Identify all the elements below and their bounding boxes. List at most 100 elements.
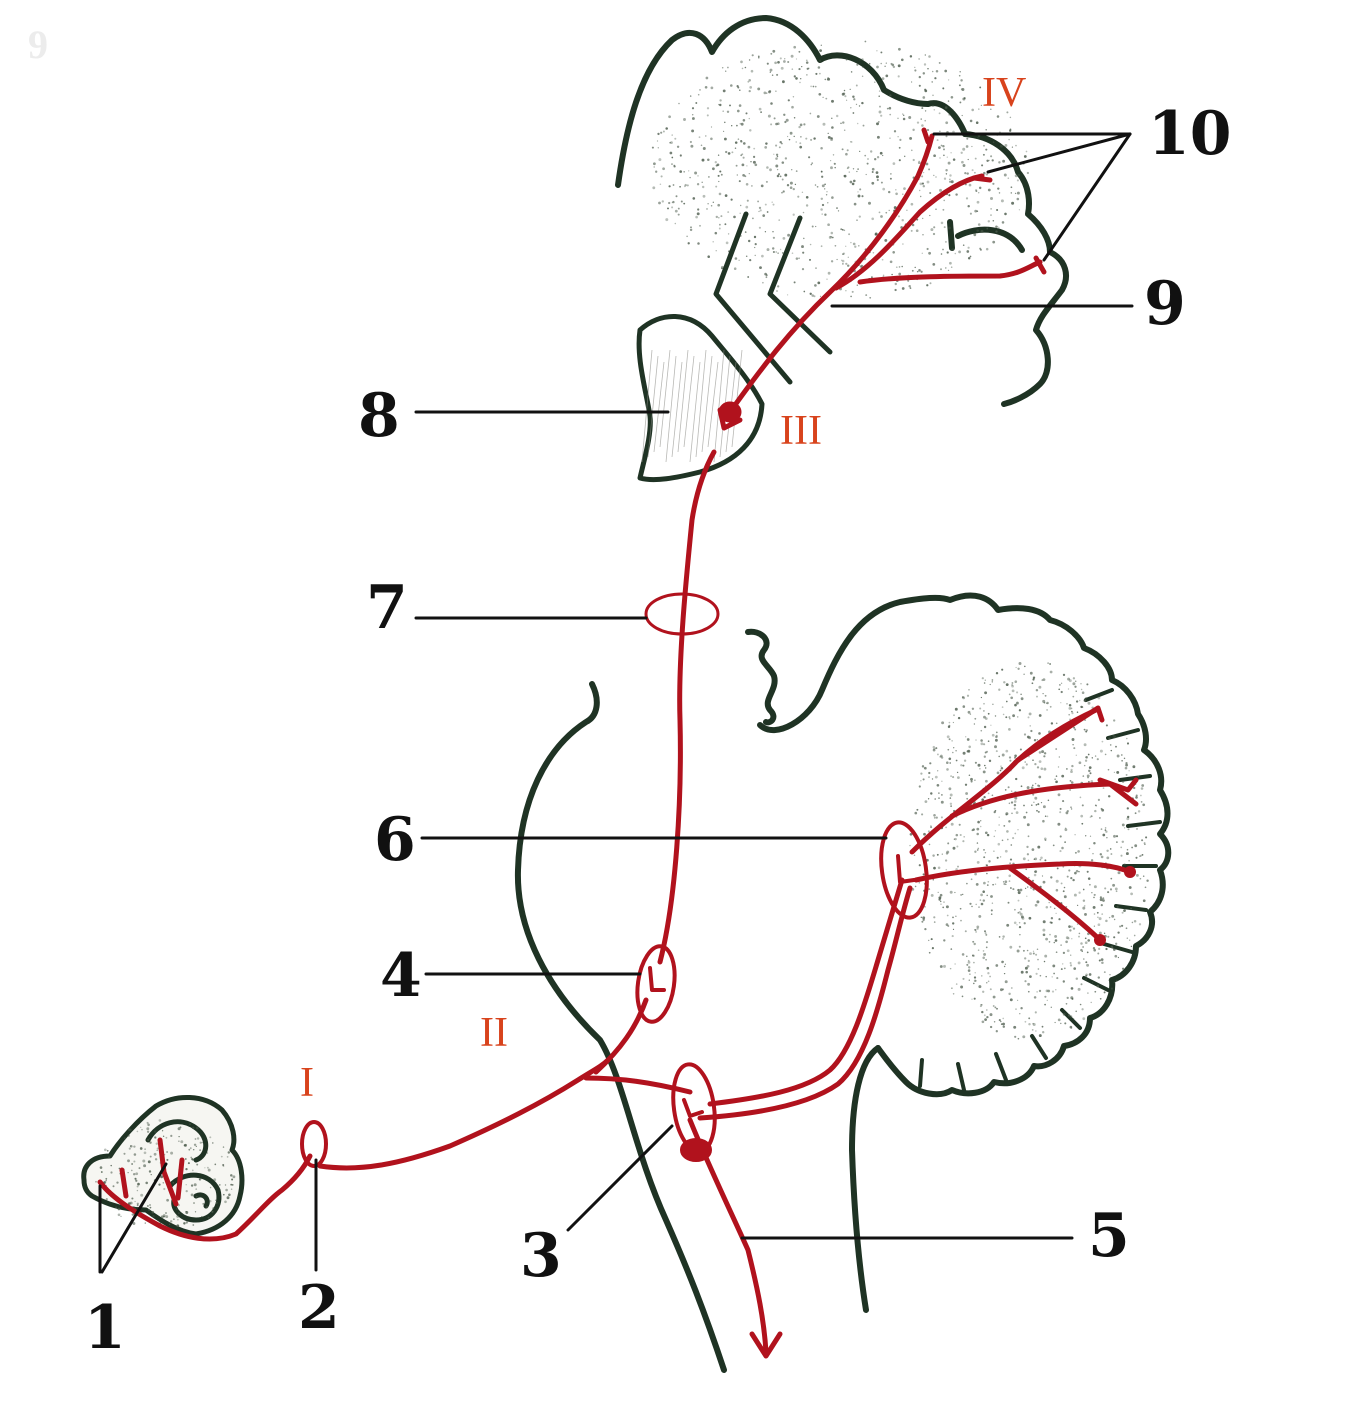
stipple-dot xyxy=(677,207,680,210)
stipple-dot xyxy=(1041,875,1044,877)
stipple-dot xyxy=(659,183,662,185)
stipple-dot xyxy=(910,229,913,232)
stipple-dot xyxy=(956,845,959,848)
stipple-dot xyxy=(1092,947,1096,950)
stipple-dot xyxy=(948,226,952,230)
stipple-dot xyxy=(764,272,767,276)
stipple-dot xyxy=(1054,1021,1056,1024)
stipple-dot xyxy=(1128,859,1130,862)
stipple-dot xyxy=(1093,841,1096,845)
stipple-dot xyxy=(811,162,814,165)
stipple-dot xyxy=(1049,933,1051,936)
stipple-dot xyxy=(1093,896,1095,899)
stipple-dot xyxy=(1010,192,1013,194)
stipple-dot xyxy=(814,284,817,287)
stipple-dot xyxy=(691,129,695,133)
stipple-dot xyxy=(1020,785,1023,788)
stipple-dot xyxy=(945,868,948,871)
stipple-dot xyxy=(1025,811,1028,814)
stipple-dot xyxy=(1066,949,1070,953)
stipple-dot xyxy=(1092,905,1096,909)
stipple-dot xyxy=(1092,852,1094,855)
stipple-dot xyxy=(1005,749,1009,753)
stipple-dot xyxy=(115,1206,118,1209)
stipple-dot xyxy=(981,798,985,802)
stipple-dot xyxy=(861,75,864,78)
stipple-dot xyxy=(983,795,986,799)
stipple-dot xyxy=(1130,945,1133,948)
stipple-dot xyxy=(978,914,982,918)
stipple-dot xyxy=(1017,667,1020,670)
stipple-dot xyxy=(993,810,996,814)
stipple-dot xyxy=(1133,919,1137,923)
stipple-dot xyxy=(939,130,941,133)
stipple-dot xyxy=(965,792,969,795)
stipple-dot xyxy=(824,188,826,190)
stipple-dot xyxy=(133,1145,136,1148)
stipple-dot xyxy=(931,104,935,108)
stipple-dot xyxy=(945,169,948,172)
stipple-dot xyxy=(820,245,823,248)
stipple-dot xyxy=(786,294,789,296)
stipple-dot xyxy=(953,838,956,840)
stipple-dot xyxy=(1117,956,1120,959)
stipple-dot xyxy=(973,976,977,979)
stipple-dot xyxy=(1011,684,1014,688)
stipple-dot xyxy=(994,1006,997,1009)
stipple-dot xyxy=(1004,212,1007,216)
stipple-dot xyxy=(1062,865,1065,868)
stipple-dot xyxy=(991,902,994,904)
stipple-dot xyxy=(858,105,861,107)
stipple-dot xyxy=(701,158,705,162)
stipple-dot xyxy=(894,282,898,286)
stipple-dot xyxy=(1000,765,1002,767)
stipple-dot xyxy=(928,55,931,58)
stipple-dot xyxy=(937,866,941,870)
stipple-dot xyxy=(932,745,936,749)
stipple-dot xyxy=(928,951,931,954)
stipple-dot xyxy=(1133,934,1136,937)
stipple-dot xyxy=(861,195,864,198)
stipple-dot xyxy=(878,211,881,214)
stipple-dot xyxy=(1036,809,1038,812)
stipple-dot xyxy=(1113,771,1115,773)
stipple-dot xyxy=(1049,906,1052,908)
stipple-dot xyxy=(653,162,656,166)
stipple-dot xyxy=(815,225,817,228)
stipple-dot xyxy=(845,262,848,265)
stipple-dot xyxy=(1072,927,1076,930)
stipple-dot xyxy=(929,762,932,765)
stipple-dot xyxy=(998,688,1001,691)
stipple-dot xyxy=(829,159,832,162)
stipple-dot xyxy=(982,950,985,952)
stipple-dot xyxy=(852,242,856,246)
stipple-dot xyxy=(765,92,768,94)
stipple-dot xyxy=(996,771,1000,775)
stipple-dot xyxy=(758,56,760,59)
stipple-dot xyxy=(864,40,867,43)
stipple-dot xyxy=(1068,704,1072,707)
stipple-dot xyxy=(950,266,953,268)
stipple-dot xyxy=(1008,880,1011,882)
stipple-dot xyxy=(1075,754,1077,756)
stipple-dot xyxy=(808,156,811,159)
stipple-dot xyxy=(880,181,883,184)
stipple-dot xyxy=(100,1171,103,1173)
stipple-dot xyxy=(1078,935,1080,938)
stipple-dot xyxy=(799,145,803,149)
stipple-dot xyxy=(997,842,1001,846)
stipple-dot xyxy=(166,1198,169,1202)
stipple-dot xyxy=(1079,1003,1082,1006)
stipple-dot xyxy=(748,79,751,82)
stipple-dot xyxy=(816,115,820,118)
stipple-dot xyxy=(918,269,921,272)
stipple-dot xyxy=(725,150,728,154)
stipple-dot xyxy=(936,783,940,787)
stipple-dot xyxy=(741,67,744,70)
stipple-dot xyxy=(1117,871,1121,875)
stipple-dot xyxy=(777,252,779,254)
stipple-dot xyxy=(712,201,714,203)
stipple-dot xyxy=(961,696,964,699)
stipple-dot xyxy=(1104,753,1107,756)
stipple-dot xyxy=(995,731,998,734)
